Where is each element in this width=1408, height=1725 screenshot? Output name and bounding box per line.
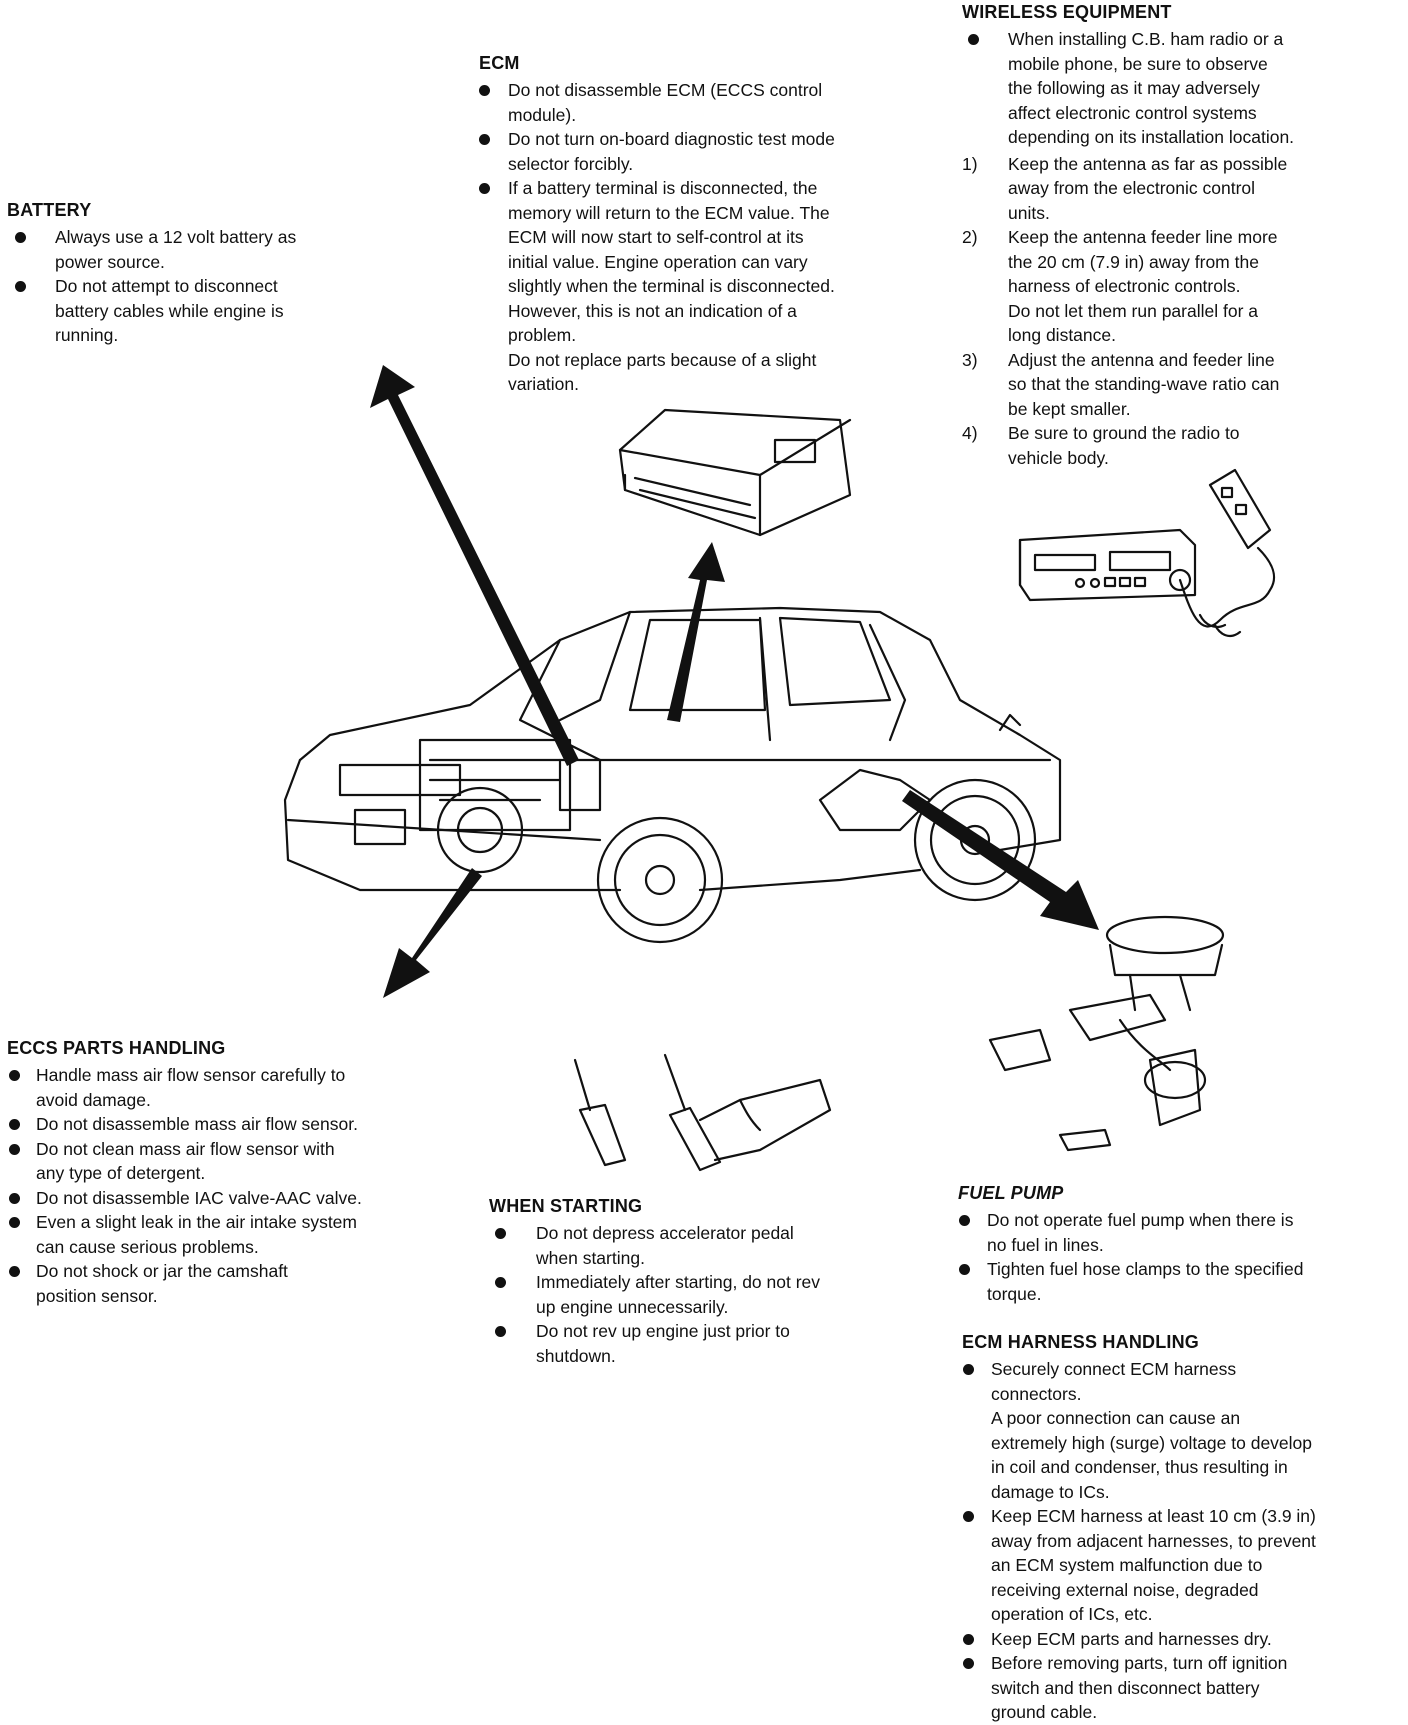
list-item: Keep ECM parts and harnesses dry. xyxy=(962,1627,1407,1652)
list-item: Before removing parts, turn off ignition… xyxy=(962,1651,1407,1725)
section-title: BATTERY xyxy=(7,200,92,220)
step-number: 3) xyxy=(962,349,978,370)
ecm-unit-illustration xyxy=(618,408,852,537)
bullet-icon xyxy=(9,1266,20,1277)
step-text: Keep the antenna as far as possible away… xyxy=(1008,153,1288,223)
fuel-pump-section: FUEL PUMP Do not operate fuel pump when … xyxy=(958,1183,1403,1306)
list-item: Do not turn on-board diagnostic test mod… xyxy=(479,127,939,176)
list-item: Do not disassemble IAC valve-AAC valve. xyxy=(7,1186,467,1211)
list-item: Do not depress accelerator pedal when st… xyxy=(489,1221,929,1270)
bullet-icon xyxy=(963,1364,974,1375)
wireless-intro-item: When installing C.B. ham radio or a mobi… xyxy=(962,27,1402,150)
list-item: Do not disassemble ECM (ECCS control mod… xyxy=(479,78,939,127)
bullet-icon xyxy=(9,1217,20,1228)
section-title: ECM xyxy=(479,53,520,73)
bullet-icon xyxy=(9,1143,20,1155)
section-title: ECCS PARTS HANDLING xyxy=(7,1038,226,1058)
list-item: Keep ECM harness at least 10 cm (3.9 in)… xyxy=(962,1504,1407,1627)
list-item: Securely connect ECM harness connectors.… xyxy=(962,1357,1407,1504)
step-number: 4) xyxy=(962,423,978,443)
wireless-step-item: 1) Keep the antenna as far as possible aw… xyxy=(962,152,1402,226)
bullet-icon xyxy=(495,1277,506,1288)
bullet-icon xyxy=(15,281,26,292)
list-item: Do not attempt to disconnect battery cab… xyxy=(7,274,387,348)
list-item: Do not rev up engine just prior to shutd… xyxy=(489,1319,929,1368)
radio-illustration xyxy=(1018,468,1276,638)
eccs-parts-handling-section: ECCS PARTS HANDLING Handle mass air flow… xyxy=(7,1038,467,1308)
fuel-pump-illustration xyxy=(988,915,1225,1152)
bullet-icon xyxy=(15,232,26,243)
pedals-illustration xyxy=(573,1053,832,1172)
bullet-icon xyxy=(968,34,979,45)
list-item: If a battery terminal is disconnected, t… xyxy=(479,176,939,397)
step-text: Be sure to ground the radio to vehicle b… xyxy=(1008,423,1240,468)
section-title: FUEL PUMP xyxy=(958,1183,1064,1203)
bullet-icon xyxy=(959,1264,970,1275)
bullet-icon xyxy=(9,1192,20,1204)
list-item: Immediately after starting, do not rev u… xyxy=(489,1270,929,1319)
battery-section: BATTERY Always use a 12 volt battery as … xyxy=(7,200,387,348)
list-item: Always use a 12 volt battery as power so… xyxy=(7,225,387,274)
bullet-icon xyxy=(959,1215,970,1226)
bullet-icon xyxy=(963,1633,974,1645)
bullet-icon xyxy=(479,183,490,194)
wireless-equipment-section: WIRELESS EQUIPMENT When installing C.B. … xyxy=(962,2,1402,470)
step-number: 2) xyxy=(962,227,978,247)
list-item: Do not clean mass air flow sensor with a… xyxy=(7,1137,467,1186)
wireless-step-item: 3) Adjust the antenna and feeder line so … xyxy=(962,348,1402,422)
section-title: WIRELESS EQUIPMENT xyxy=(962,2,1172,22)
car-illustration xyxy=(283,606,1062,944)
section-title: ECM HARNESS HANDLING xyxy=(962,1332,1200,1352)
bullet-icon xyxy=(9,1119,20,1130)
pointer-arrows xyxy=(370,365,1099,998)
ecm-section: ECM Do not disassemble ECM (ECCS control… xyxy=(479,53,939,397)
step-text: Adjust the antenna and feeder line so th… xyxy=(1008,349,1280,419)
bullet-icon xyxy=(963,1658,974,1669)
ecm-harness-handling-section: ECM HARNESS HANDLING Securely connect EC… xyxy=(962,1332,1407,1725)
list-item: Handle mass air flow sensor carefully to… xyxy=(7,1063,467,1112)
bullet-icon xyxy=(479,134,490,145)
step-text: Keep the antenna feeder line more the 20… xyxy=(1008,227,1278,345)
step-number: 1) xyxy=(962,153,978,174)
list-item: Even a slight leak in the air intake sys… xyxy=(7,1210,467,1259)
list-item: Tighten fuel hose clamps to the specifie… xyxy=(958,1257,1403,1306)
wireless-step-item: 2) Keep the antenna feeder line more the … xyxy=(962,225,1402,348)
wireless-step-item: 4) Be sure to ground the radio to vehicle… xyxy=(962,421,1402,470)
list-item: Do not shock or jar the camshaft positio… xyxy=(7,1259,467,1308)
list-item: Do not disassemble mass air flow sensor. xyxy=(7,1112,467,1137)
list-item: Do not operate fuel pump when there is n… xyxy=(958,1208,1403,1257)
when-starting-section: WHEN STARTING Do not depress accelerator… xyxy=(489,1196,929,1368)
bullet-icon xyxy=(495,1326,506,1337)
bullet-icon xyxy=(479,85,490,96)
bullet-icon xyxy=(963,1511,974,1522)
section-title: WHEN STARTING xyxy=(489,1196,643,1216)
bullet-icon xyxy=(9,1070,20,1081)
bullet-icon xyxy=(495,1228,506,1239)
